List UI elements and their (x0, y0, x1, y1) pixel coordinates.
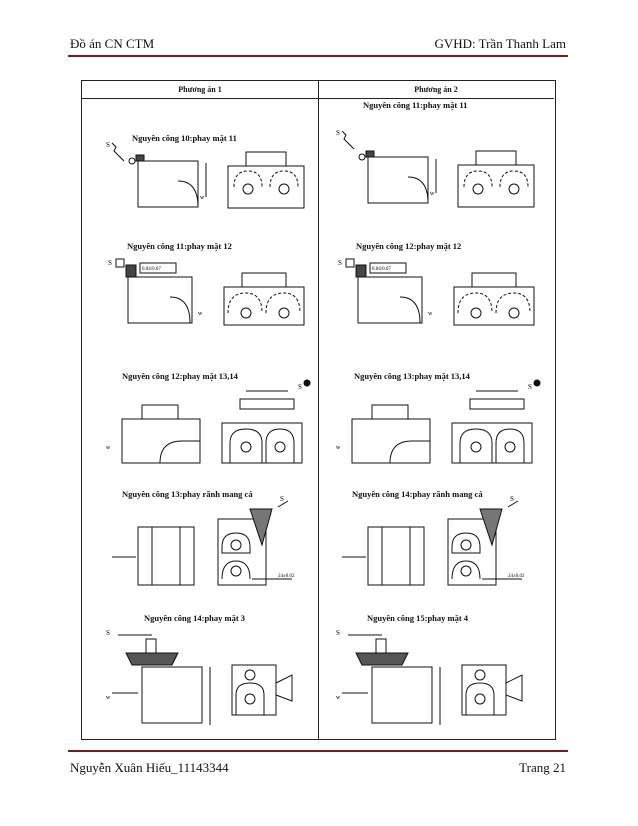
op-title: Nguyên công 12:phay mặt 12 (356, 241, 462, 251)
s-label: S (336, 129, 340, 137)
w-label: w (428, 311, 433, 317)
s-label: S (106, 141, 110, 149)
fixture-drawing: S w (106, 629, 293, 725)
op-title: Nguyên công 10:phay mặt 11 (132, 133, 237, 143)
column-divider (318, 81, 319, 739)
column-1-header: Phương án 1 (82, 81, 318, 99)
w-label: w (336, 695, 341, 701)
s-label: S (106, 629, 110, 637)
footer-rule (68, 750, 568, 752)
fixture-drawing: S w (336, 129, 535, 208)
fixture-drawing: 0.04/0.07 S w (108, 258, 305, 326)
tolerance-label: 0.04/0.07 (142, 267, 161, 272)
w-label: w (106, 445, 111, 451)
page-footer: Nguyễn Xuân Hiếu_11143344 Trang 21 (70, 760, 566, 776)
w-label: w (106, 695, 111, 701)
dim-label: 24±0.02 (278, 574, 295, 579)
op-title: Nguyên công 14:phay mặt 3 (144, 613, 246, 623)
op-title: Nguyên công 13:phay mặt 13,14 (354, 371, 470, 381)
tolerance-label: 0.04/0.07 (372, 267, 391, 272)
s-label: S (298, 383, 302, 391)
page-number: Trang 21 (519, 760, 566, 775)
w-label: w (430, 191, 435, 197)
fixture-drawing: S w (336, 379, 541, 464)
dim-label: 24±0.02 (508, 574, 525, 579)
column-2-header: Phương án 2 (318, 81, 554, 99)
header-rule (68, 55, 568, 57)
w-label: w (336, 445, 341, 451)
s-label: S (280, 495, 284, 503)
s-label: S (528, 383, 532, 391)
footer-left: Nguyễn Xuân Hiếu_11143344 (70, 760, 229, 775)
s-label: S (108, 259, 112, 267)
op-title: Nguyên công 15:phay mặt 4 (367, 613, 469, 623)
op-title: Nguyên công 13:phay rãnh mang cá (122, 489, 253, 499)
fixture-drawing: 0.04/0.07 S w (338, 258, 535, 326)
fixture-drawing: S 24±0.02 (342, 495, 525, 586)
op-title: Nguyên công 14:phay rãnh mang cá (352, 489, 483, 499)
w-label: w (200, 195, 205, 201)
fixture-drawing: S w (106, 379, 311, 464)
fixture-drawing: S w (106, 141, 305, 209)
op-title: Nguyên công 12:phay mặt 13,14 (122, 371, 238, 381)
s-label: S (510, 495, 514, 503)
header-left: Đồ án CN CTM (70, 36, 155, 51)
fixture-drawing: S 24±0.02 (112, 495, 295, 586)
op-title: Nguyên công 11:phay mặt 11 (363, 100, 468, 110)
w-label: w (198, 311, 203, 317)
fixture-drawing: S w (336, 629, 523, 725)
operations-table: Phương án 1 Phương án 2 Nguyên công 10:p… (81, 80, 556, 740)
s-label: S (338, 259, 342, 267)
s-label: S (336, 629, 340, 637)
header-right: GVHD: Trần Thanh Lam (434, 36, 566, 51)
op-title: Nguyên công 11:phay mặt 12 (127, 241, 232, 251)
page-header: Đồ án CN CTM GVHD: Trần Thanh Lam (70, 36, 566, 52)
